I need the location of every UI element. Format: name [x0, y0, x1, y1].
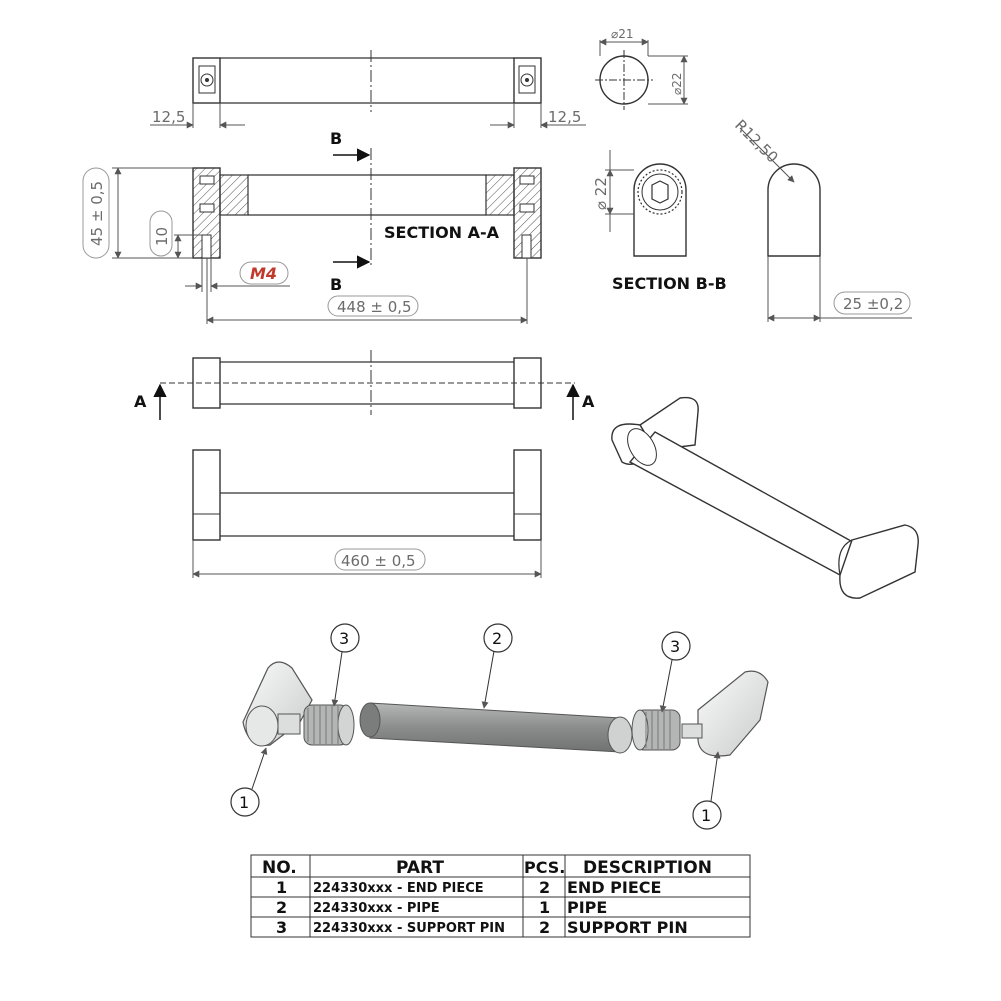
svg-text:3: 3 — [339, 629, 349, 648]
overall-height-dim: 45 ± 0,5 — [88, 181, 106, 246]
balloon-2: 2 — [481, 623, 513, 709]
bom-row-1-part: 224330xxx - END PIECE — [313, 881, 484, 896]
right-end-piece — [681, 670, 769, 757]
bom-header-no: NO. — [262, 858, 297, 878]
side-left-end — [192, 449, 221, 541]
radius-dim: R12,50 — [731, 116, 781, 166]
right-support-pin — [631, 709, 681, 751]
left-end-piece — [242, 661, 313, 747]
side-right-end — [513, 449, 542, 541]
bom-row-2-pcs: 1 — [539, 898, 550, 917]
bom-row-1-no: 1 — [276, 878, 287, 897]
balloon-3-right: 3 — [659, 631, 691, 713]
pipe-diameter-side-dim: ⌀22 — [670, 73, 684, 96]
top-right-offset-dim: 12,5 — [548, 108, 581, 126]
radius-view: R12,50 25 ±0,2 — [731, 116, 912, 322]
bom-header-part: PART — [396, 858, 444, 878]
cut-a-right-label: A — [582, 392, 595, 411]
top-left-offset-dim: 12,5 — [152, 108, 185, 126]
svg-text:2: 2 — [492, 629, 502, 648]
balloon-3-left: 3 — [330, 623, 360, 707]
top-view: 12,5 12,5 — [150, 50, 586, 129]
top-left-screw-icon — [198, 65, 216, 94]
section-diameter-dim: ⌀ 22 — [592, 177, 610, 210]
bom-row-1-pcs: 2 — [539, 878, 550, 897]
isometric-view — [611, 396, 919, 599]
bom-row-2-no: 2 — [276, 898, 287, 917]
width-dim: 25 ±0,2 — [843, 295, 903, 313]
bom-header-description: DESCRIPTION — [583, 858, 712, 878]
bom-row-3-part: 224330xxx - SUPPORT PIN — [313, 921, 505, 936]
pipe-diameter-top-dim: ⌀21 — [611, 27, 634, 41]
center-distance-dim: 448 ± 0,5 — [337, 298, 412, 316]
bom-row-2-description: PIPE — [567, 898, 607, 917]
thread-callout: M4 — [250, 264, 277, 283]
svg-text:3: 3 — [670, 637, 680, 656]
cut-b-top-label: B — [330, 129, 342, 148]
bom-header-pcs: PCS. — [524, 858, 565, 877]
balloon-1-left: 1 — [230, 747, 268, 817]
bom-table: NO. PART PCS. DESCRIPTION 1 224330xxx - … — [250, 854, 751, 938]
bom-row-1-description: END PIECE — [567, 878, 661, 897]
svg-text:1: 1 — [239, 793, 249, 812]
front-right-end — [513, 357, 542, 409]
bom-row-3-description: SUPPORT PIN — [567, 918, 688, 937]
bom-row-3-no: 3 — [276, 918, 287, 937]
section-aa-view: B B SECTION A-A 45 ± 0,5 10 M4 448 ± 0,5 — [82, 129, 542, 324]
top-right-screw-icon — [518, 65, 536, 94]
section-bb-view: ⌀ 22 SECTION B-B — [592, 150, 727, 293]
cut-a-left-label: A — [134, 392, 147, 411]
pipe — [359, 702, 633, 754]
pipe-end-view: ⌀21 ⌀22 — [595, 27, 688, 110]
section-aa-title: SECTION A-A — [384, 223, 500, 242]
balloon-1-right: 1 — [692, 751, 722, 830]
section-bb-title: SECTION B-B — [612, 274, 727, 293]
front-view: A A — [134, 350, 595, 420]
bom-row-2-part: 224330xxx - PIPE — [313, 901, 440, 916]
cut-b-bottom-label: B — [330, 275, 342, 294]
exploded-view: 1 1 2 3 3 — [230, 623, 769, 830]
bom-row-3-pcs: 2 — [539, 918, 550, 937]
overall-length-dim: 460 ± 0,5 — [341, 552, 416, 570]
pin-depth-dim: 10 — [153, 227, 171, 246]
side-view: 460 ± 0,5 — [192, 449, 542, 578]
left-support-pin — [303, 704, 355, 746]
svg-text:1: 1 — [701, 806, 711, 825]
hex-socket-icon — [651, 180, 669, 204]
